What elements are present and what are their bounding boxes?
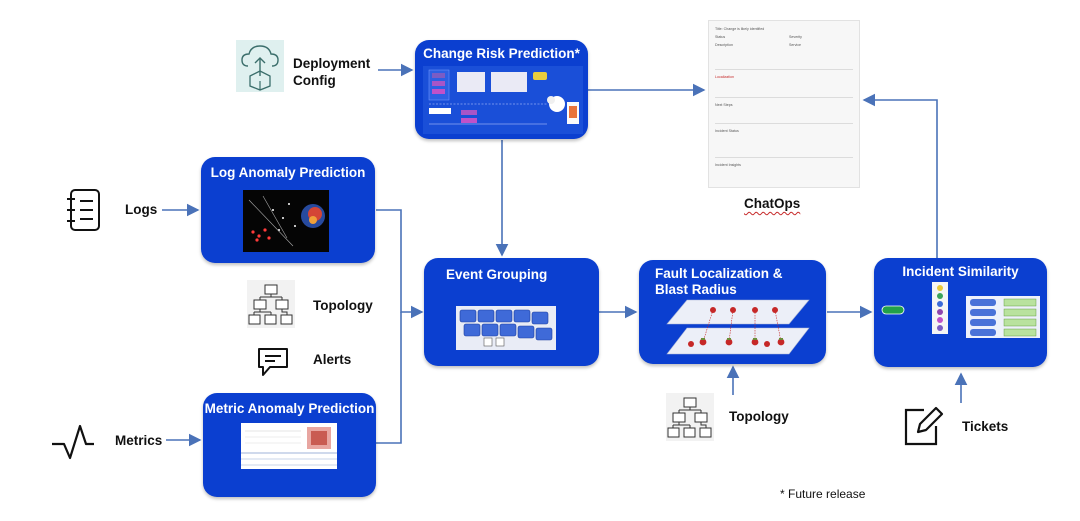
deployment-label-line2: Config (293, 73, 336, 88)
change-risk-box: Change Risk Prediction* (415, 40, 588, 139)
chatops-label: ChatOps (744, 196, 801, 211)
chatops-panel-line: Next Steps (715, 103, 733, 107)
metric-anomaly-box: Metric Anomaly Prediction (203, 393, 376, 497)
chatops-panel-line: Service (789, 43, 801, 47)
separator (715, 97, 853, 98)
event-grouping-thumbnail (456, 306, 556, 350)
tickets-label: Tickets (962, 419, 1009, 434)
log-anomaly-title: Log Anomaly Prediction (210, 165, 366, 180)
chatops-panel-line: Title: Change is likely identified (715, 27, 765, 31)
log-anomaly-box: Log Anomaly Prediction (201, 157, 375, 263)
chatops-panel-line: Incident Status (715, 129, 739, 133)
chatops-panel-line: Incident Insights (715, 163, 741, 167)
notebook-list-icon (67, 189, 100, 231)
separator (715, 69, 853, 70)
change-risk-thumbnail (423, 66, 583, 134)
chatops-panel-line: Severity (789, 35, 802, 39)
footnote: * Future release (780, 487, 866, 501)
topology-bottom-label: Topology (729, 409, 789, 424)
arrow-metric-anomaly-join (376, 312, 402, 444)
metric-anomaly-title: Metric Anomaly Prediction (204, 401, 375, 416)
cloud-upload-box-icon (236, 40, 284, 92)
chatops-panel-line: Status (715, 35, 726, 39)
chatops-panel-line: Localization (715, 75, 734, 79)
fault-localization-thumbnail (666, 299, 810, 355)
chatops-panel: Title: Change is likely identified Statu… (708, 20, 860, 188)
logs-label: Logs (125, 202, 158, 217)
fault-localization-box: Fault Localization & Blast Radius (639, 260, 826, 364)
metric-anomaly-thumbnail (241, 423, 337, 469)
edit-document-icon (904, 406, 944, 446)
separator (715, 157, 853, 158)
separator (715, 123, 853, 124)
pulse-line-icon (52, 424, 94, 460)
arrow-incident-similarity-to-chatops (862, 93, 938, 258)
incident-similarity-box: Incident Similarity (874, 258, 1047, 367)
fault-localization-title-line2: Blast Radius (655, 282, 737, 297)
incident-similarity-title: Incident Similarity (902, 264, 1019, 279)
chatops-panel-line: Description (715, 43, 733, 47)
deployment-label-line1: Deployment (293, 56, 371, 71)
chat-bubble-icon (258, 348, 288, 376)
hierarchy-tree-icon (666, 393, 714, 441)
alerts-label: Alerts (313, 352, 352, 367)
metrics-label: Metrics (115, 433, 163, 448)
topology-left-label: Topology (313, 298, 373, 313)
fault-localization-title-line1: Fault Localization & (655, 266, 783, 281)
event-grouping-title: Event Grouping (446, 267, 548, 282)
arrow-log-anomaly-to-event-grouping (376, 209, 424, 319)
change-risk-title: Change Risk Prediction* (423, 46, 580, 61)
log-anomaly-thumbnail (243, 190, 329, 252)
event-grouping-box: Event Grouping (424, 258, 599, 366)
incident-similarity-thumbnail (881, 282, 1040, 338)
hierarchy-tree-icon (247, 280, 295, 328)
